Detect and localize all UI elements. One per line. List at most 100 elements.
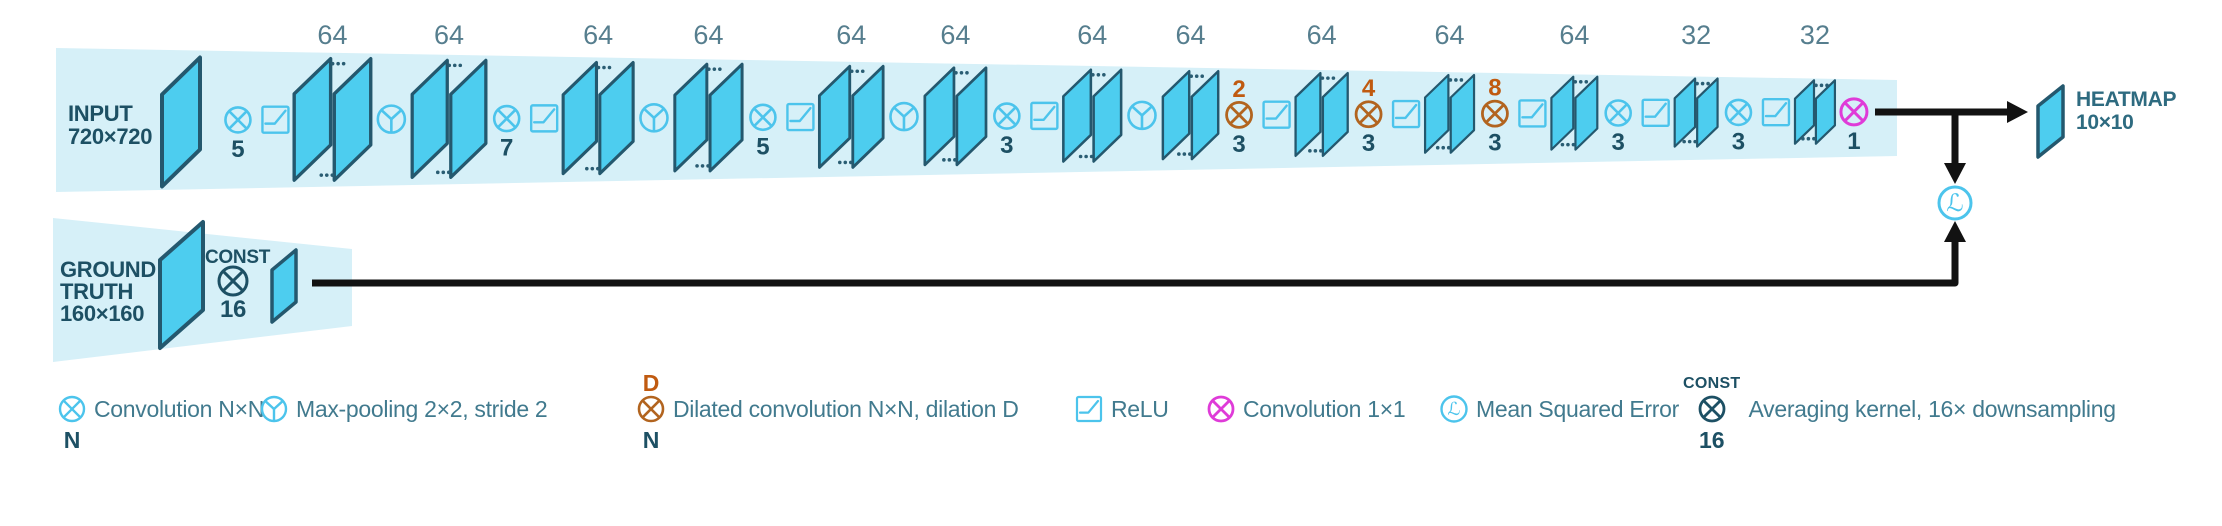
relu-icon	[1761, 98, 1791, 127]
depth-dots	[1448, 78, 1453, 82]
diagram-text: 64	[940, 20, 970, 50]
channel-count-label: 32	[1800, 20, 1830, 50]
legend-convolution-1x1-stack	[1207, 372, 1235, 452]
feature-map-front	[1092, 68, 1123, 163]
diagram-text: 64	[1435, 20, 1465, 50]
depth-dots	[1706, 81, 1710, 86]
depth-dots	[585, 166, 589, 171]
depth-dots	[1188, 152, 1192, 156]
relu-icon	[1518, 99, 1547, 128]
channel-count-label: 64	[434, 20, 464, 50]
mse-glyph: ℒ	[1440, 395, 1468, 423]
ground-truth-size-label: 160×160	[60, 301, 145, 326]
averaging-kernel-icon	[1698, 395, 1726, 428]
feature-map-front	[1574, 75, 1599, 151]
relu-icon	[261, 105, 290, 134]
max-pooling-icon	[1127, 100, 1157, 131]
max-pooling-icon	[889, 101, 919, 132]
depth-dots	[1084, 154, 1088, 159]
convolution-icon: 7	[492, 104, 521, 162]
feature-map-front	[1190, 69, 1220, 161]
convolution-icon	[58, 395, 86, 428]
convolution-1x1-icon	[1207, 395, 1235, 428]
ground-truth-label-line2: TRUTH	[60, 279, 134, 304]
depth-dots	[441, 170, 446, 175]
convolution-icon: 5	[749, 103, 777, 160]
legend-label: Convolution 1×1	[1243, 396, 1406, 422]
feature-map-back	[1423, 73, 1450, 154]
convolution-glyph	[58, 395, 86, 423]
depth-dots	[1566, 142, 1570, 147]
legend-kernel-var-label: N	[63, 427, 81, 453]
diagram-text: 64	[693, 20, 723, 50]
feature-map-pair	[673, 62, 744, 173]
diagram-text: 3	[1732, 128, 1745, 155]
depth-dots	[1806, 136, 1811, 141]
relu-icon	[1641, 98, 1670, 128]
prediction-arrow	[1875, 101, 2028, 123]
relu-icon	[529, 104, 559, 133]
heatmap-label: HEATMAP	[2076, 88, 2177, 111]
diagram-text: 3	[1612, 129, 1625, 156]
feature-map-pair	[1062, 68, 1123, 163]
ground-truth-map	[158, 220, 205, 350]
depth-dots	[1446, 145, 1451, 150]
dilated-convolution-icon	[637, 395, 665, 428]
depth-dots	[1560, 142, 1565, 147]
depth-dots	[1189, 74, 1194, 78]
feature-map-back	[1294, 71, 1322, 158]
max-pooling-icon	[376, 104, 407, 134]
legend-averaging-kernel-stack: CONST 16	[1683, 372, 1741, 453]
depth-dots	[848, 160, 853, 165]
depth-dots	[1313, 149, 1318, 153]
input-map	[160, 55, 202, 189]
legend-relu-stack	[1075, 372, 1103, 452]
max-pooling-glyph	[260, 395, 288, 423]
depth-dots	[1459, 78, 1464, 82]
diagram-text: 64	[1307, 20, 1337, 50]
feature-map-pair	[1294, 71, 1349, 158]
mse-glyph: ℒ	[1448, 399, 1461, 420]
channel-count-label: 64	[1435, 20, 1465, 50]
depth-dots	[341, 61, 346, 66]
diagram-text: 3	[1362, 130, 1375, 157]
loss-branch-arrow	[1944, 112, 1966, 184]
dilated-convolution-glyph	[637, 395, 665, 423]
depth-dots	[1812, 136, 1816, 141]
diagram-text: 64	[1176, 20, 1206, 50]
depth-dots	[330, 173, 335, 177]
const-label: CONST	[205, 247, 271, 268]
diagram-text: 32	[1800, 20, 1830, 50]
ground-truth-label-line1: GROUND	[60, 257, 156, 282]
channel-count-label: 64	[583, 20, 613, 50]
relu-glyph	[1075, 395, 1103, 423]
legend-dilated-convolution-stack: D N	[637, 372, 665, 453]
legend-label: ReLU	[1111, 396, 1169, 422]
depth-dots	[336, 61, 340, 66]
depth-dots	[1177, 152, 1181, 156]
depth-dots	[1573, 80, 1578, 84]
depth-dots	[1435, 145, 1440, 150]
depth-dots	[954, 70, 958, 75]
depth-dots	[953, 158, 957, 162]
depth-dots	[1078, 154, 1083, 159]
depth-dots	[1326, 76, 1330, 80]
depth-dots	[1682, 139, 1686, 144]
ground-truth-branch	[158, 220, 298, 350]
depth-dots	[860, 69, 865, 74]
depth-dots	[1182, 152, 1187, 156]
depth-dots	[837, 160, 842, 165]
channel-count-label: 64	[940, 20, 970, 50]
depth-dots	[1801, 136, 1805, 141]
channel-count-label: 64	[1307, 20, 1337, 50]
legend-label: Max-pooling 2×2, stride 2	[296, 396, 548, 422]
diagram-text: 2	[1232, 76, 1245, 103]
channel-count-label: 64	[693, 20, 723, 50]
depth-dots	[706, 164, 710, 168]
legend-kernel-var-label: N	[642, 427, 660, 453]
mse-glyph: ℒ	[1946, 189, 1963, 217]
legend-item-mse: ℒ Mean Squared Error	[1440, 372, 1679, 452]
depth-dots	[718, 67, 722, 71]
const-averaging-kernel-icon	[217, 265, 249, 297]
legend-convolution-stack: N	[58, 372, 86, 453]
